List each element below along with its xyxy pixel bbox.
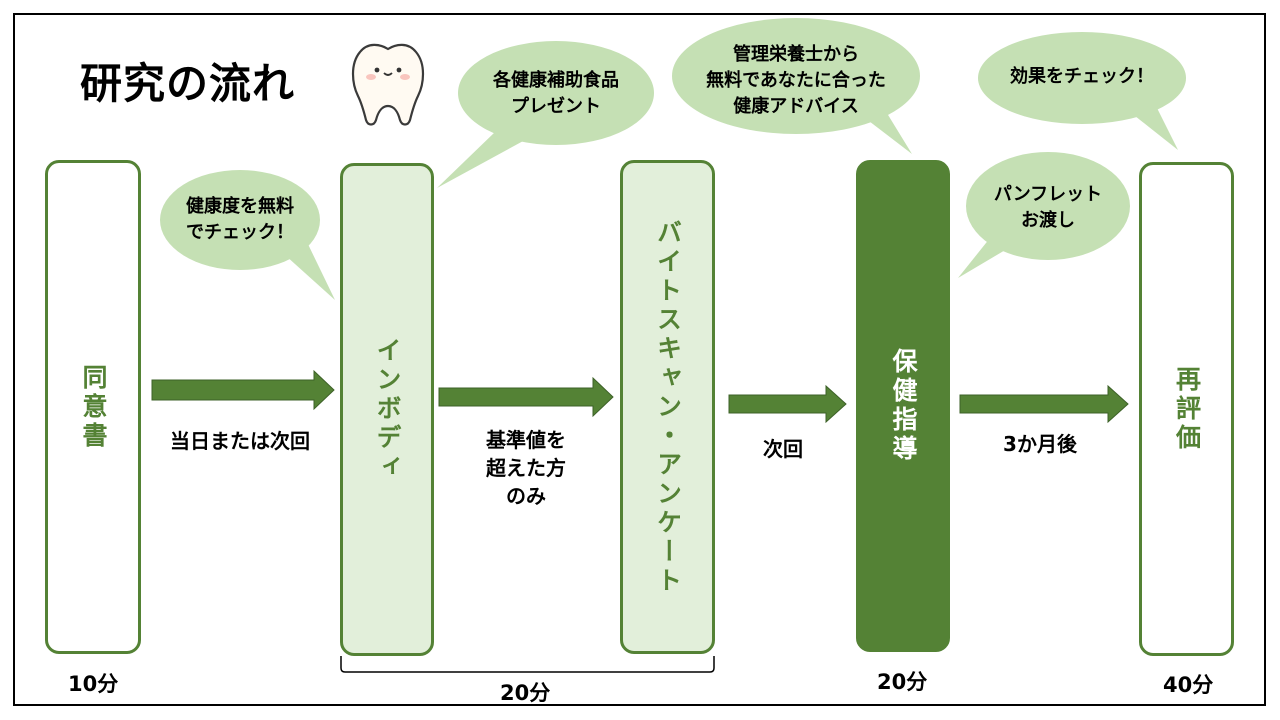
arrow-label-2: 基準値を超えた方のみ [486, 428, 566, 508]
page-title: 研究の流れ [80, 59, 296, 108]
flow-arrow-4 [959, 384, 1129, 424]
time-consent: 10分 [68, 672, 119, 696]
speech-bubble-5 [978, 32, 1186, 150]
speech-bubble-text-2: 各健康補助食品プレゼント [493, 70, 619, 117]
step-reevaluation-label: 再評価 [1172, 365, 1202, 453]
tooth-mascot-icon [351, 43, 425, 126]
speech-bubble-1 [160, 170, 335, 300]
group-bracket [340, 656, 715, 673]
speech-bubble-text-4: パンフレットお渡し [993, 184, 1103, 231]
speech-bubble-text-3: 管理栄養士から無料であなたに合った健康アドバイス [706, 44, 886, 117]
step-health-guidance: 保健指導 [856, 160, 950, 652]
time-health-guidance: 20分 [877, 670, 928, 694]
step-reevaluation: 再評価 [1139, 162, 1234, 656]
flow-arrow-2 [438, 376, 614, 418]
speech-bubble-text-5: 効果をチェック！ [1010, 66, 1154, 87]
arrow-label-4: 3か月後 [1003, 432, 1077, 456]
step-inbody-label: インボディ [373, 337, 402, 482]
time-reevaluation: 40分 [1163, 673, 1214, 697]
time-group: 20分 [500, 681, 551, 705]
step-health-guidance-label: 保健指導 [889, 348, 918, 464]
arrow-label-3: 次回 [763, 437, 803, 461]
speech-bubble-3 [672, 18, 920, 154]
arrow-label-1: 当日または次回 [170, 429, 310, 453]
step-consent: 同意書 [45, 160, 141, 654]
speech-bubble-4 [958, 152, 1130, 278]
step-bitescan-label: バイトスキャン・アンケート [653, 218, 683, 596]
flow-arrow-1 [151, 369, 335, 411]
slide-frame [13, 13, 1266, 706]
speech-bubble-text-1: 健康度を無料でチェック！ [186, 196, 294, 243]
step-bitescan-survey: バイトスキャン・アンケート [620, 160, 715, 654]
speech-bubble-2 [437, 41, 654, 188]
flow-arrow-3 [728, 384, 847, 424]
step-inbody: インボディ [340, 163, 434, 656]
step-consent-label: 同意書 [79, 363, 108, 451]
